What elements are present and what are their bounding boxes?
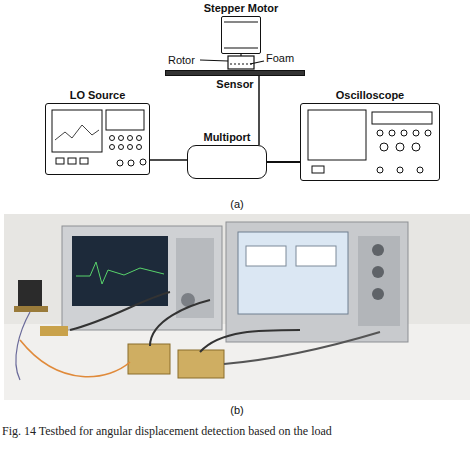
connector-wire	[267, 162, 300, 163]
multiport-box: Multiport	[187, 145, 267, 179]
motor-detail	[200, 22, 264, 69]
node-label: Sensor	[216, 78, 253, 90]
wire-line	[267, 161, 300, 163]
connector-wire	[259, 76, 260, 145]
connector-wire	[267, 162, 300, 163]
connector-wire	[150, 160, 187, 161]
part-label: Rotor	[168, 54, 195, 66]
lo-source-detail	[52, 110, 146, 166]
wire-line	[267, 161, 300, 163]
oscilloscope-detail	[308, 110, 432, 173]
part-label: Foam	[266, 52, 294, 64]
lo-source: LO Source	[45, 103, 150, 175]
subfigure-label: (b)	[230, 404, 243, 416]
connector-wire	[267, 162, 300, 163]
figure-caption: Fig. 14 Testbed for angular displacement…	[2, 424, 332, 438]
wire-line	[267, 161, 300, 163]
stepper-motor: Stepper Motor	[221, 16, 261, 54]
node-label: Multiport	[203, 131, 250, 143]
node-label: Oscilloscope	[336, 89, 404, 101]
sensor-plate: Sensor	[165, 70, 305, 76]
node-label: Stepper Motor	[204, 2, 279, 14]
node-label: LO Source	[70, 89, 126, 101]
subfigure-label: (a)	[230, 198, 243, 210]
wire-line	[258, 76, 260, 145]
testbed-photo	[4, 214, 470, 400]
wire-line	[150, 159, 187, 161]
oscilloscope: Oscilloscope	[300, 103, 440, 181]
connector-wire	[267, 162, 300, 163]
wire-line	[267, 161, 300, 163]
